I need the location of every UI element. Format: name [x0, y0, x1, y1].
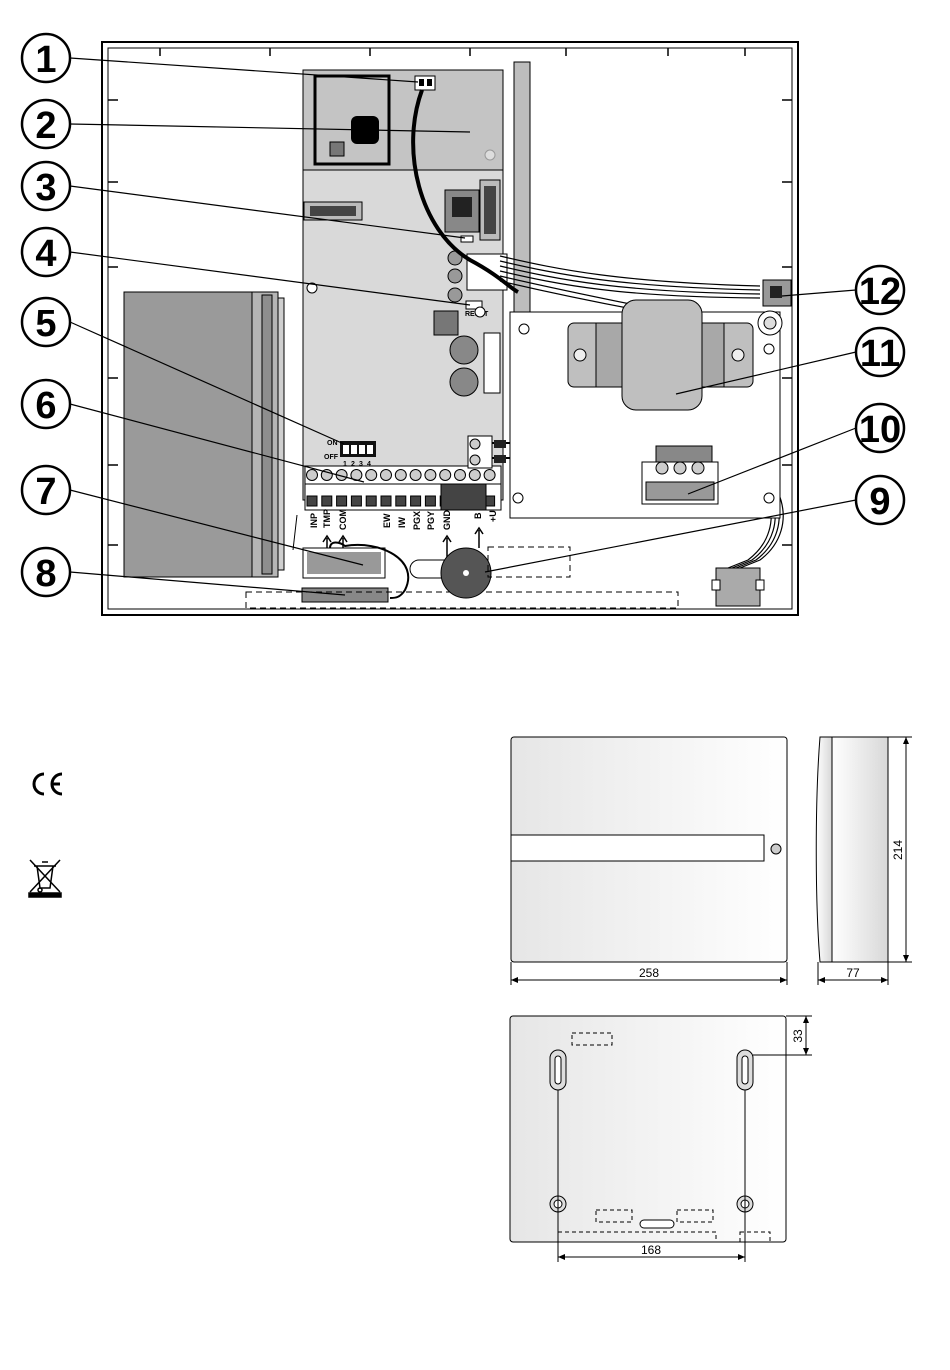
terminal-screw [366, 470, 377, 481]
terminal-clamp [337, 496, 347, 506]
terminal-clamp [411, 496, 421, 506]
terminal-clamp [351, 496, 361, 506]
terminal-screw [307, 470, 318, 481]
terminal-label-pgy: PGY [426, 511, 436, 530]
terminal-label-b: B [473, 512, 483, 519]
terminal-screw [395, 470, 406, 481]
callout-5: 5 [35, 303, 56, 345]
terminal-screw [381, 470, 392, 481]
terminal-clamp [322, 496, 332, 506]
callout-8: 8 [35, 553, 56, 595]
callout-1: 1 [35, 39, 56, 81]
callout-9: 9 [869, 481, 890, 523]
terminal-screw [469, 470, 480, 481]
weee-bin-icon [29, 860, 61, 897]
front-view: 258 [511, 737, 787, 985]
antenna-connector [415, 76, 435, 90]
height-dimension: 214 [891, 840, 905, 860]
terminal-screw [455, 470, 466, 481]
callout-3: 3 [35, 167, 56, 209]
terminal-block [305, 466, 501, 510]
terminal-label-plus-u: +U [488, 510, 498, 522]
terminal-screw [410, 470, 421, 481]
terminal-label-tmp: TMP [322, 509, 332, 528]
output-connector [712, 568, 764, 606]
terminal-label-com: COM [338, 509, 348, 530]
terminal-clamp [307, 496, 317, 506]
callout-6: 6 [35, 385, 56, 427]
battery [124, 292, 284, 577]
back-view: 168 33 [510, 1016, 812, 1262]
ce-mark-icon [34, 774, 62, 794]
width-dimension: 258 [639, 966, 659, 980]
terminal-label-ew: EW [382, 513, 392, 528]
terminal-screw [484, 470, 495, 481]
terminal-clamp [396, 496, 406, 506]
depth-dimension: 77 [846, 966, 860, 980]
callout-7: 7 [35, 471, 56, 513]
callout-2: 2 [35, 105, 56, 147]
terminal-label-inp: INP [309, 513, 319, 528]
terminal-clamp [425, 496, 435, 506]
terminal-label-iw: IW [397, 516, 407, 528]
hole-spacing-dimension: 168 [641, 1243, 661, 1257]
callout-12: 12 [859, 271, 901, 313]
terminal-clamp [366, 496, 376, 506]
dip-off-label: OFF [324, 454, 339, 461]
terminal-screw [440, 470, 451, 481]
terminal-clamp [381, 496, 391, 506]
terminal-label-pgx: PGX [412, 511, 422, 530]
side-view: 214 77 [816, 737, 912, 985]
hole-offset-dimension: 33 [791, 1029, 805, 1043]
callout-10: 10 [859, 409, 901, 451]
callout-4: 4 [35, 233, 56, 275]
callout-11: 11 [860, 333, 900, 375]
sim-holder [304, 202, 362, 220]
terminal-label-gnd: GND [442, 510, 452, 531]
terminal-screw [425, 470, 436, 481]
